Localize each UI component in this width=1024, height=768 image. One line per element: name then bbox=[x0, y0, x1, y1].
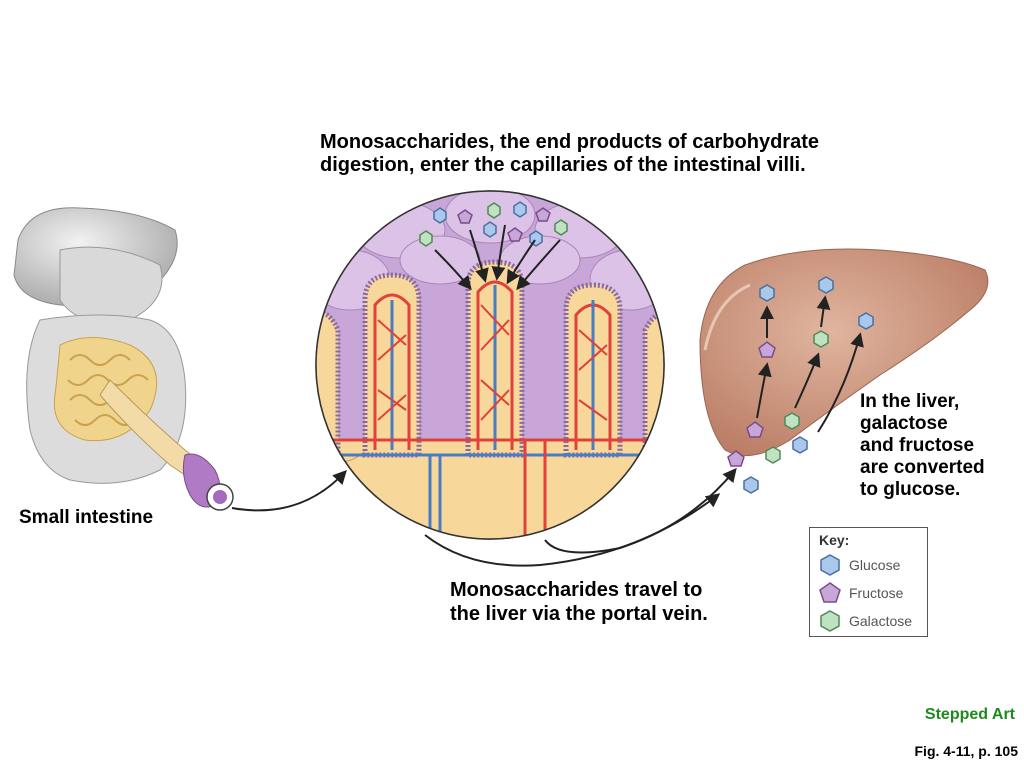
monosaccharide-molecules bbox=[419, 201, 568, 291]
glucose-hexagon-icon bbox=[513, 201, 527, 218]
glucose-hexagon-icon bbox=[792, 436, 808, 454]
galactose-hexagon-icon bbox=[554, 219, 568, 236]
liver-caption-line-1: In the liver, bbox=[860, 391, 960, 412]
villi-magnified-circle bbox=[315, 190, 665, 540]
portal-vein-caption: Monosaccharides travel to the liver via … bbox=[450, 578, 708, 626]
liver-caption-line-2: galactose bbox=[860, 413, 948, 434]
glucose-hexagon-icon bbox=[483, 221, 497, 238]
intro-caption-line-2: digestion, enter the capillaries of the … bbox=[320, 154, 806, 176]
glucose-hexagon-icon bbox=[743, 476, 759, 494]
liver-caption-line-4: are converted bbox=[860, 457, 985, 478]
liver-caption-line-3: and fructose bbox=[860, 435, 975, 456]
legend-item-fructose: Fructose bbox=[818, 581, 926, 605]
portal-vein-caption-line-2: the liver via the portal vein. bbox=[450, 603, 708, 625]
glucose-hexagon-icon bbox=[433, 207, 447, 224]
glucose-hexagon-icon bbox=[820, 554, 840, 576]
villus-edge-right bbox=[642, 309, 664, 458]
portal-vein-caption-line-1: Monosaccharides travel to bbox=[450, 579, 703, 601]
liver-caption: In the liver, galactose and fructose are… bbox=[860, 391, 985, 501]
liver-caption-line-5: to glucose. bbox=[860, 479, 961, 500]
liver-molecules bbox=[727, 276, 874, 494]
legend-label-glucose: Glucose bbox=[849, 557, 901, 573]
fructose-pentagon-icon bbox=[819, 582, 841, 603]
legend-key: Key: Glucose Fructose Galactose bbox=[809, 527, 928, 637]
legend-label-fructose: Fructose bbox=[849, 585, 904, 601]
galactose-hexagon-icon bbox=[765, 446, 781, 464]
small-intestine-label: Small intestine bbox=[19, 507, 154, 528]
intro-caption-line-1: Monosaccharides, the end products of car… bbox=[320, 131, 819, 153]
intro-caption: Monosaccharides, the end products of car… bbox=[320, 131, 920, 177]
legend-label-galactose: Galactose bbox=[849, 613, 913, 629]
fructose-pentagon-icon bbox=[746, 421, 764, 438]
arrow-intestine-to-villi bbox=[231, 469, 347, 512]
glucose-hexagon-icon bbox=[858, 312, 874, 330]
galactose-hexagon-icon bbox=[813, 330, 829, 348]
fructose-pentagon-icon bbox=[727, 450, 745, 467]
digestive-organs-illustration bbox=[13, 207, 234, 511]
fructose-pentagon-icon bbox=[758, 341, 776, 358]
fructose-pentagon-icon bbox=[535, 207, 551, 222]
galactose-hexagon-icon bbox=[487, 202, 501, 219]
arrow-portal-vein-2 bbox=[544, 467, 737, 554]
glucose-hexagon-icon bbox=[759, 284, 775, 302]
figure-reference: Fig. 4-11, p. 105 bbox=[914, 743, 1019, 759]
legend-item-glucose: Glucose bbox=[818, 553, 926, 577]
fructose-pentagon-icon bbox=[457, 209, 473, 224]
galactose-hexagon-icon bbox=[784, 412, 800, 430]
fructose-pentagon-icon bbox=[507, 227, 523, 242]
legend-title: Key: bbox=[819, 532, 850, 548]
stepped-art-label: Stepped Art bbox=[924, 706, 1015, 723]
legend-item-galactose: Galactose bbox=[818, 609, 926, 633]
glucose-hexagon-icon bbox=[818, 276, 834, 294]
galactose-hexagon-icon bbox=[419, 230, 433, 247]
galactose-hexagon-icon bbox=[820, 610, 840, 632]
